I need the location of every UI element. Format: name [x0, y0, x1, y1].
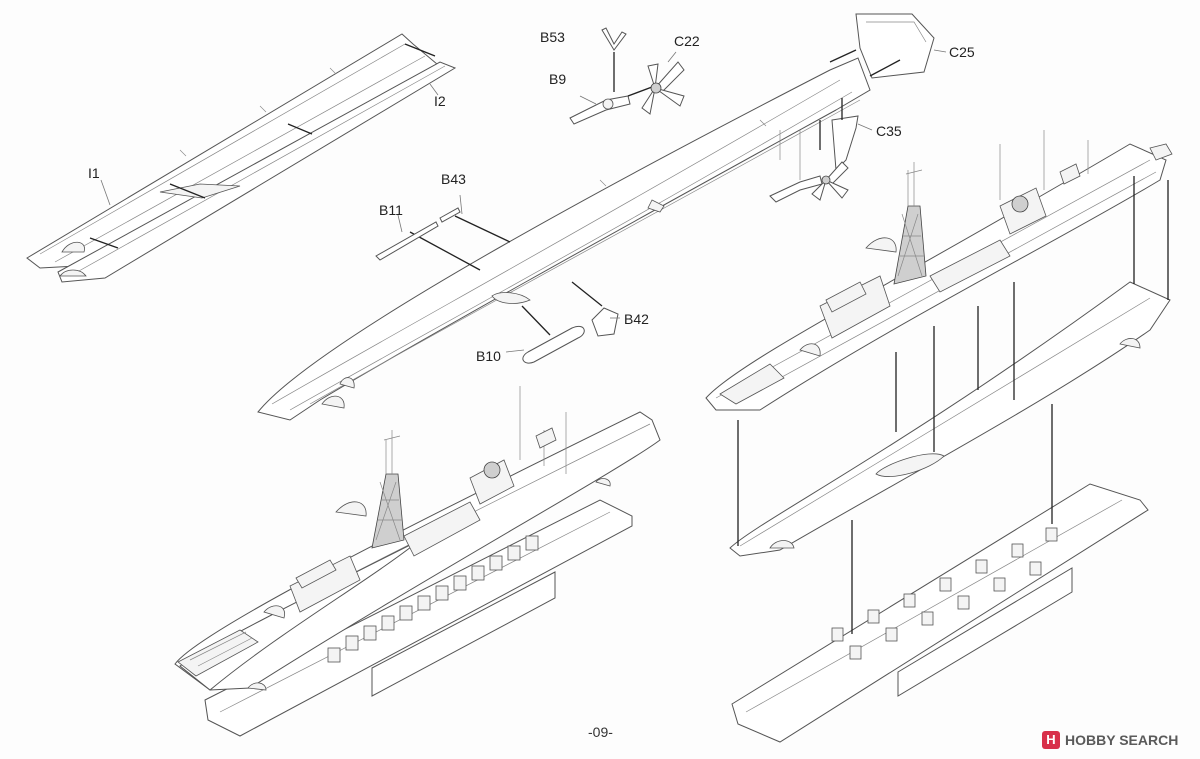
hobby-search-logo-icon: H: [1042, 731, 1060, 749]
watermark-brand-a: HOBBY: [1065, 732, 1116, 748]
stern-parts: [769, 13, 947, 203]
hull-assembly: [257, 57, 871, 421]
exploded-ship-view: [705, 130, 1173, 743]
callout-b53: B53: [540, 29, 565, 45]
callout-b43: B43: [441, 171, 466, 187]
completed-ship-view: [174, 386, 661, 737]
callout-b10: B10: [476, 348, 501, 364]
stand-pegs-right: [831, 527, 1058, 660]
part-callouts: I1 I2 B53 C22 B9 C25 C35 B43 B11 B42 B10: [88, 29, 975, 364]
lower-hull-halves: [26, 33, 457, 283]
callout-i1: I1: [88, 165, 100, 181]
callout-i2: I2: [434, 93, 446, 109]
watermark: H HOBBY SEARCH: [1042, 731, 1178, 749]
watermark-brand-b: SEARCH: [1115, 732, 1179, 748]
callout-c35: C35: [876, 123, 902, 139]
page-number: -09-: [588, 724, 613, 740]
propeller-assembly: [569, 27, 685, 125]
propeller-c22-part: [641, 61, 685, 115]
callout-b11: B11: [379, 202, 403, 218]
stand-pegs-left: [327, 535, 539, 663]
callout-c22: C22: [674, 33, 700, 49]
callout-b9: B9: [549, 71, 566, 87]
propeller-c35-part: [811, 161, 849, 201]
callout-b42: B42: [624, 311, 649, 327]
callout-c25: C25: [949, 44, 975, 60]
